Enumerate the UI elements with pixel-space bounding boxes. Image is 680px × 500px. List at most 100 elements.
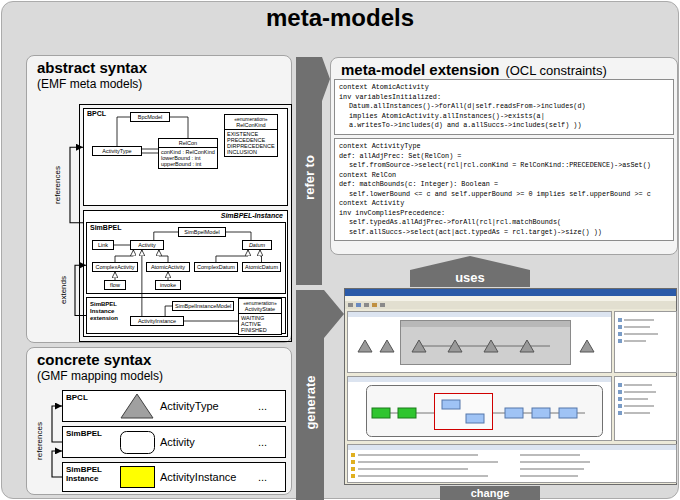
text-holder: SimBPEL-Instance [221,212,283,220]
class-label: BpcModel [133,114,167,120]
class-label: ActivityState [239,306,281,314]
class-box: ComplexActivity [92,262,138,272]
arrow-label: generate [303,375,318,429]
class-box: flow [104,280,126,290]
association-line [141,250,142,316]
constraint-panel: context AtomicActivityinv variablesIniti… [330,57,678,255]
mapping-label: ... [258,436,267,449]
class-label: lowerBound : int [161,155,215,161]
mapping-row: BPCL ActivityType... [62,390,286,422]
class-label: EXISTENCE [227,131,275,137]
class-label: ACTIVE [241,321,279,327]
class-box: ActivityInstance [130,316,184,326]
arrow-label: uses [455,270,485,285]
arrow-shape [440,486,540,500]
package-label: BPCL [87,110,106,118]
text-holder: extends [50,285,78,295]
flow-arrow: change [440,486,540,500]
flow-arrow: generate [294,290,346,500]
class-label: RelConKind [225,122,277,130]
class-label: upperBound : int [161,161,215,167]
association-line [117,117,130,146]
text-holder: ... [258,400,267,413]
class-label: PRECEDENCE [227,137,275,143]
mapping-row: SimBPEL Activity... [62,426,286,458]
association-line [115,272,116,280]
association-line [114,245,130,246]
class-label: SimBpelInstanceModel [175,303,231,309]
association-line [165,306,172,316]
package-label: SimBPEL-Instance [221,212,283,220]
text-holder: ActivityType [160,400,219,413]
class-box: invoke [155,280,181,290]
class-box: AtomicActivity [146,262,190,272]
panel-heading: meta-model extension [341,61,499,79]
text-holder: SimBPEL Instance [66,465,110,483]
class-box: ComplexDatum [194,262,238,272]
class-box: Link [92,240,114,250]
class-box: Datum [242,240,272,250]
text-holder: SimBPEL Instance extension [90,301,128,322]
code-line: Datum.allInstances()->forAll(d|self.read… [339,102,669,112]
reference-arrow [75,265,86,315]
flow-arrow: uses [410,256,530,287]
code-line: self.allSuccs->select(act|act.typedAs = … [339,228,669,238]
association-line [216,250,248,262]
text-holder: ActivityInstance [160,471,236,484]
mapping-row: SimBPEL Instance ActivityInstance... [62,462,286,492]
class-label: Link [95,242,111,248]
association-line [170,117,188,138]
reference-arrow [52,406,62,442]
class-label: ActivityInstance [133,318,181,324]
text-holder: Activity [160,436,195,449]
class-label: FINISHED [241,327,279,333]
panel-heading: (EMF meta models) [37,77,281,92]
package-box: BpcModelActivityTypeRelConconKind : RelC… [83,108,288,206]
class-label: flow [107,282,123,288]
arrow-shape [296,57,330,285]
mapping-label: SimBPEL [66,429,102,438]
triangle-symbol [121,394,153,418]
class-label: AtomicDatum [245,264,278,270]
mapping-label: ... [258,471,267,484]
panel-heading: (GMF mapping models) [37,369,281,384]
class-label: ComplexDatum [197,264,235,270]
association-line [226,232,251,240]
association-line [115,250,133,262]
code-box: context AtomicActivityinv variablesIniti… [334,79,674,135]
class-box: Activity [130,240,164,250]
class-box: RelConconKind : RelConKindlowerBound : i… [158,138,218,169]
text-holder: SimBPEL [66,429,102,438]
class-label: invoke [158,282,178,288]
text-holder: change [471,487,510,500]
code-line: context Activity [339,199,669,209]
enumeration-box: «enumeration»RelConKindEXISTENCEPRECEDEN… [224,114,278,157]
text-holder: ... [258,436,267,449]
package-box: ActivityInstanceSimBpelInstanceModel«enu… [86,297,286,334]
code-line: inv invCompliesPrecedence: [339,209,669,219]
code-line: inv variablesInitialized: [339,93,669,103]
text-holder: BPCL [87,110,106,118]
package-box: LinkActivitySimBpelModelDatumComplexActi… [83,210,288,337]
class-box: SimBpelInstanceModel [172,301,234,311]
code-line: def: matchBounds(c: Integer): Boolean = [339,180,669,190]
class-label: AtomicActivity [149,264,187,270]
class-box: BpcModel [130,112,170,122]
text-holder: references [39,180,77,190]
package-label: SimBPEL Instance extension [90,301,128,322]
package-label: SimBPEL [90,224,122,232]
class-label: INCLUSION [227,149,275,155]
class-label: RelCon [159,140,217,148]
side-label: references [53,166,63,204]
text-holder: references [21,436,59,446]
rounded-rect-symbol [121,432,155,454]
text-holder: SimBPEL [90,224,122,232]
text-holder: meta-models [266,4,414,32]
side-label: extends [59,276,69,304]
text-holder: BPCL [66,393,88,402]
arrow-shape [296,290,344,500]
arrow-band [294,290,346,500]
reference-arrow [70,147,83,223]
association-line [184,321,238,322]
side-label: references [35,422,45,460]
